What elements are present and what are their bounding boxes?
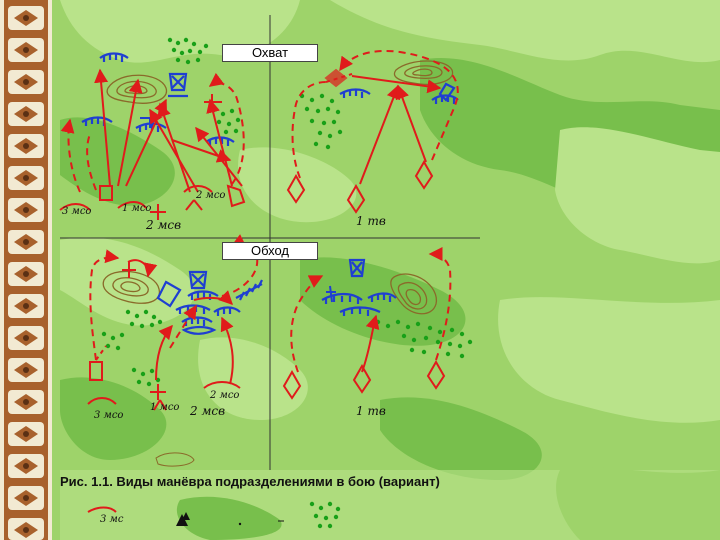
- unit-label-2msv-bottom: 2 мсв: [190, 404, 226, 418]
- forest-4: [125, 309, 163, 329]
- hill-bottom-right: [390, 273, 437, 315]
- unit-label-1mso-top: 1 мсо: [122, 203, 152, 214]
- forest-areas: [101, 37, 473, 529]
- forest-3: [299, 93, 343, 150]
- unit-label-3ms: 3 мс: [100, 514, 124, 525]
- enemy-trench: [99, 52, 129, 59]
- forest-5: [101, 331, 125, 351]
- attack-arrow: [94, 68, 111, 187]
- ornamental-border: [0, 0, 52, 540]
- unit-label-3mso-bottom: 3 мсо: [94, 410, 124, 421]
- own-forces-maneuver: [59, 50, 459, 411]
- unit-label-3mso-top: 3 мсо: [62, 206, 92, 217]
- unit-label-2msv-top: 2 мсв: [146, 218, 182, 232]
- unit-label-1tv-top: 1 тв: [356, 214, 386, 228]
- unit-label-1mso-bottom: 1 мсо: [150, 402, 180, 413]
- unit-label-2mso-bottom: 2 мсо: [210, 390, 240, 401]
- forest-7: [375, 319, 473, 359]
- forest-1: [167, 37, 209, 65]
- unit-label-1tv-bottom: 1 тв: [356, 404, 386, 418]
- hill-top-right: [393, 60, 454, 86]
- figure-caption: Рис. 1.1. Виды манёвра подразделениями в…: [60, 474, 440, 489]
- forest-6: [131, 367, 161, 387]
- forest-8: [309, 501, 341, 529]
- panel-title-envelopment: Охват: [222, 44, 318, 62]
- legend-marks: [87, 506, 284, 526]
- unit-label-2mso-top: 2 мсо: [196, 190, 226, 201]
- panel-title-bypass: Обход: [222, 242, 318, 260]
